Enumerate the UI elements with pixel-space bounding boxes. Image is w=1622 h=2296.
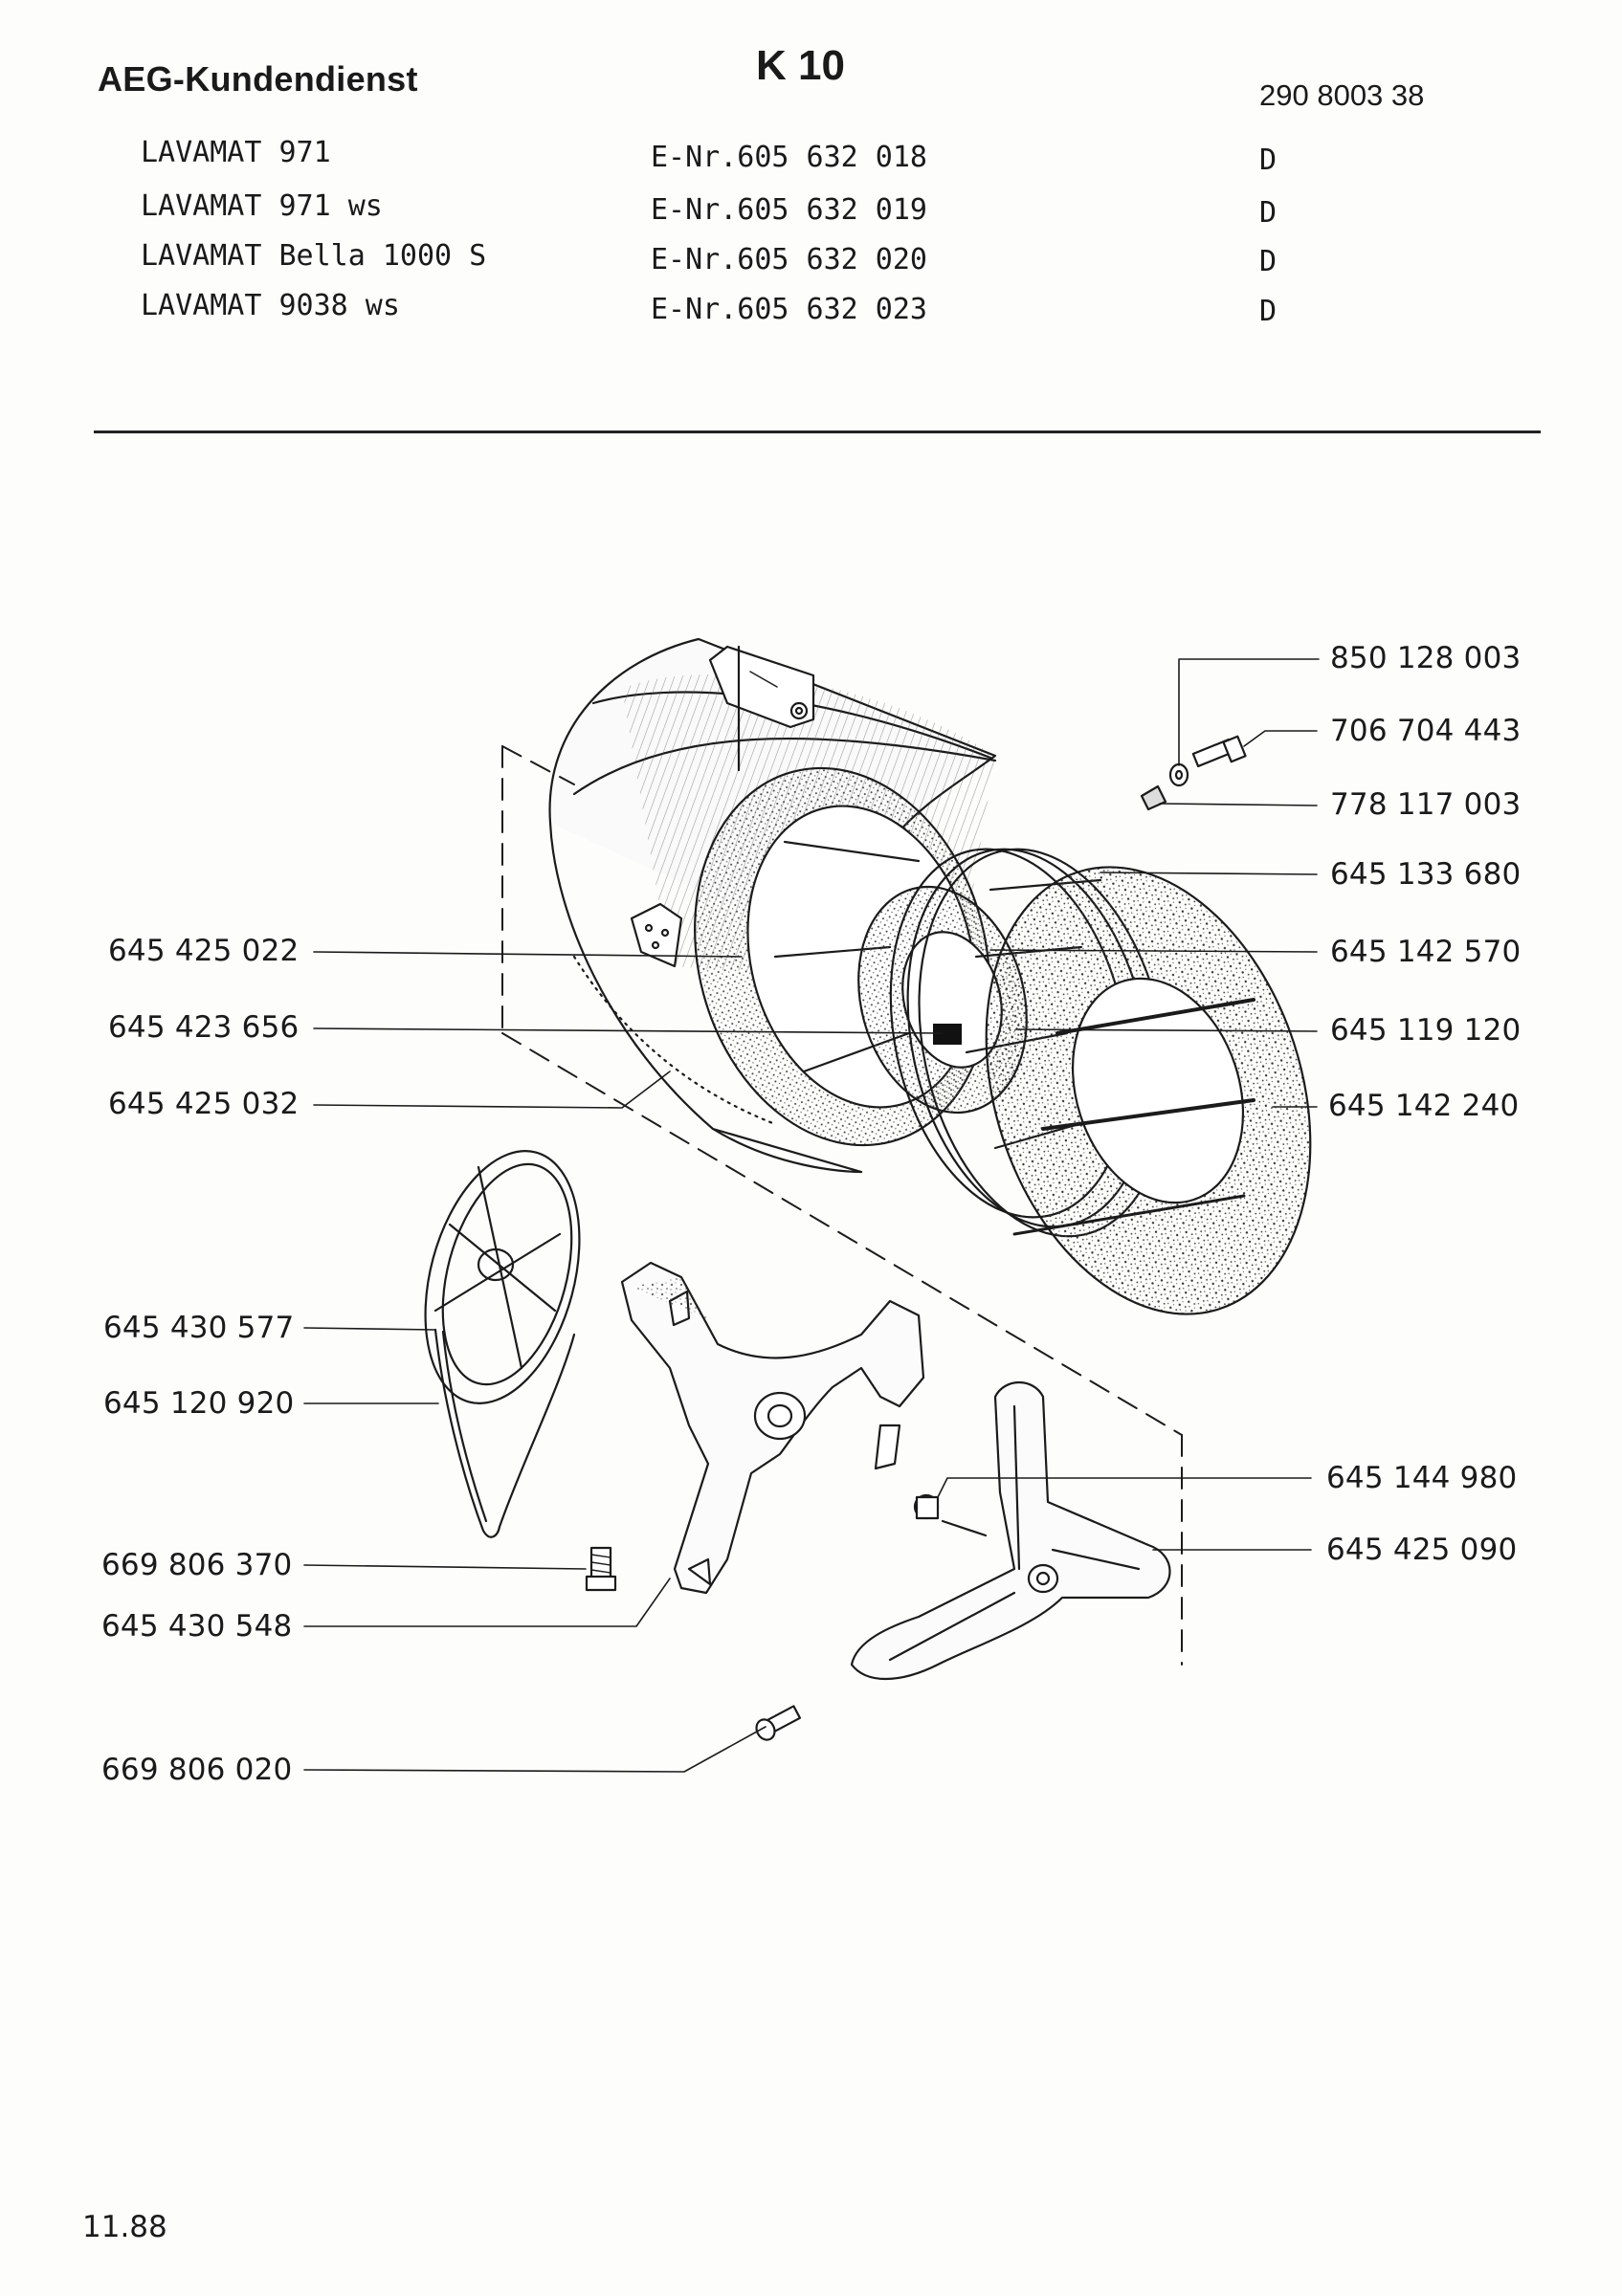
- screw-washer-nut: [1140, 735, 1247, 811]
- drum-cross: [857, 885, 1028, 1115]
- part-label: 645 142 570: [1330, 935, 1522, 969]
- part-label: 850 128 003: [1330, 641, 1522, 675]
- bushing-pin: [913, 1493, 988, 1537]
- model-name: LAVAMAT 9038 ws: [141, 289, 400, 322]
- model-name: LAVAMAT 971 ws: [141, 189, 383, 223]
- part-label: 645 430 548: [101, 1609, 293, 1644]
- rear-tub-half: [985, 866, 1312, 1315]
- part-label: 645 133 680: [1330, 857, 1522, 892]
- part-label: 645 142 240: [1328, 1089, 1520, 1123]
- model-enr: E-Nr.605 632 019: [651, 193, 927, 227]
- part-label: 706 704 443: [1330, 714, 1522, 748]
- model-code: D: [1259, 144, 1278, 177]
- part-label: 645 423 656: [108, 1010, 300, 1045]
- part-label: 645 144 980: [1326, 1461, 1518, 1495]
- model-code: D: [1259, 245, 1278, 278]
- model-name: LAVAMAT Bella 1000 S: [141, 239, 487, 273]
- belt-pulley: [424, 1150, 581, 1404]
- rear-bearing-cross: [850, 1381, 1171, 1680]
- model-code: D: [1259, 196, 1278, 230]
- revision-date: 11.88: [82, 2210, 167, 2244]
- drive-belt: [433, 1328, 576, 1538]
- part-label: 645 430 577: [103, 1311, 295, 1345]
- model-enr: E-Nr.605 632 018: [651, 141, 927, 174]
- document-number: 290 8003 38: [1259, 78, 1425, 112]
- model-code: D: [1259, 295, 1278, 328]
- sheet-number: K 10: [756, 42, 845, 89]
- part-label: 645 425 022: [108, 934, 300, 968]
- hex-bolt: [585, 1546, 617, 1592]
- model-enr: E-Nr.605 632 020: [651, 243, 927, 276]
- model-name: LAVAMAT 971: [141, 136, 331, 169]
- part-label: 669 806 370: [101, 1548, 293, 1582]
- header-divider: [94, 430, 1541, 433]
- leader-lines: [303, 658, 1320, 1773]
- front-bearing-cross: [620, 1261, 925, 1595]
- cross-screw: [755, 1705, 802, 1741]
- part-label: 645 119 120: [1330, 1013, 1522, 1048]
- part-label: 778 117 003: [1330, 787, 1522, 822]
- part-label: 645 120 920: [103, 1386, 295, 1421]
- part-label: 645 425 032: [108, 1087, 300, 1121]
- part-label: 669 806 020: [101, 1753, 293, 1787]
- brand-title: AEG-Kundendienst: [98, 59, 418, 99]
- model-enr: E-Nr.605 632 023: [651, 293, 927, 326]
- part-label: 645 425 090: [1326, 1533, 1518, 1567]
